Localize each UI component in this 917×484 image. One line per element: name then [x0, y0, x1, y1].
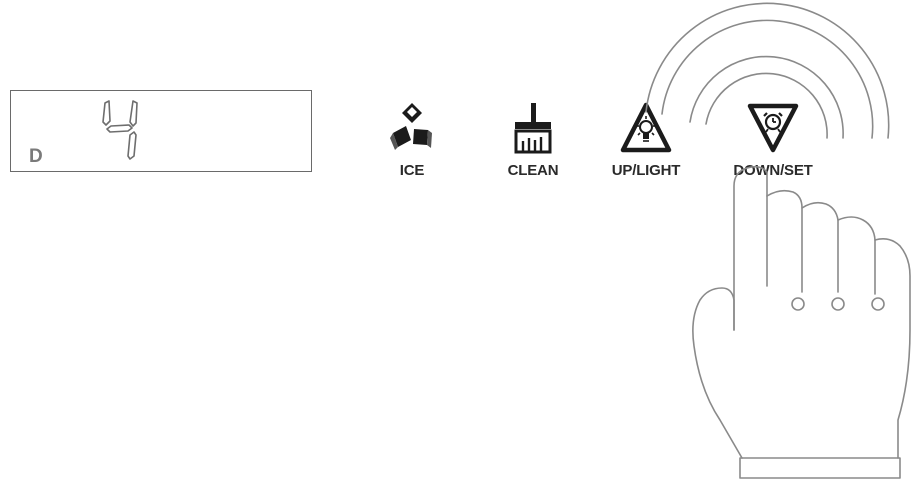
lcd-mode-letter: D	[29, 147, 43, 166]
ice-cubes-icon	[387, 100, 437, 158]
down-set-label: DOWN/SET	[712, 162, 834, 179]
segment-upper-left	[103, 101, 110, 125]
light-triangle-icon	[618, 100, 674, 158]
clean-button[interactable]: CLEAN	[497, 100, 569, 179]
up-light-button[interactable]: UP/LIGHT	[598, 100, 694, 179]
down-set-button[interactable]: DOWN/SET	[712, 100, 834, 179]
ice-label: ICE	[381, 162, 443, 179]
seven-segment-digit	[93, 95, 153, 161]
up-light-label: UP/LIGHT	[598, 162, 694, 179]
segment-middle	[107, 125, 132, 132]
ice-button[interactable]: ICE	[381, 100, 443, 179]
segment-upper-right	[130, 101, 137, 126]
alarm-clock-triangle-icon	[743, 100, 803, 158]
clean-label: CLEAN	[497, 162, 569, 179]
brush-icon	[507, 100, 559, 158]
segment-lower-right	[128, 132, 136, 159]
lcd-display: D	[10, 90, 312, 172]
